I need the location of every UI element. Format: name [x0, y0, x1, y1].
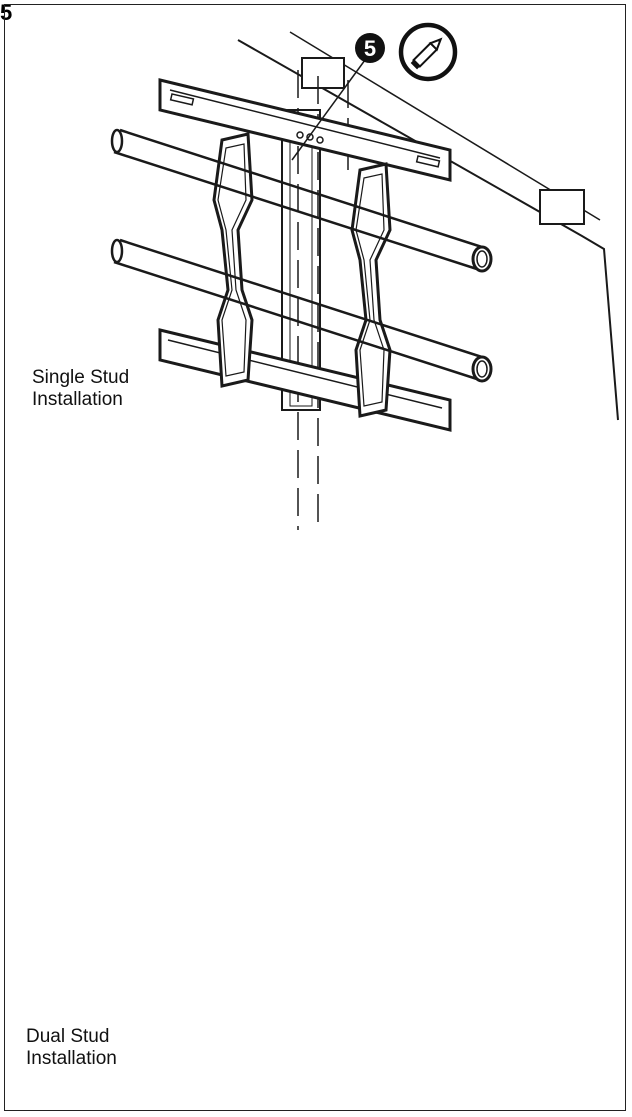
dual-stud-caption: Dual Stud Installation [26, 1026, 117, 1070]
single-caption-line2: Installation [32, 389, 123, 410]
single-caption-line1: Single Stud [32, 367, 130, 388]
single-stud-wall [237, 31, 619, 530]
single-step-number: 5 [364, 36, 376, 61]
page-frame [4, 4, 626, 1111]
dual-caption-line2: Installation [26, 1048, 117, 1069]
single-stud-caption: Single Stud Installation [32, 367, 129, 411]
dual-step-badge: 5 [0, 0, 12, 25]
pencil-icon [398, 22, 458, 82]
dual-step-leader-right: 5 Single Stud Installation Dual Stud Ins… [0, 0, 129, 1069]
dual-caption-line1: Dual Stud [26, 1026, 110, 1047]
single-stud-mount [110, 78, 493, 432]
single-step-leader [291, 59, 366, 161]
single-step-badge: 5 [355, 33, 385, 63]
dual-step-leader-left: 5 Single Stud Installation Dual Stud Ins… [0, 0, 129, 1069]
dual-step-number: 5 [0, 0, 13, 25]
